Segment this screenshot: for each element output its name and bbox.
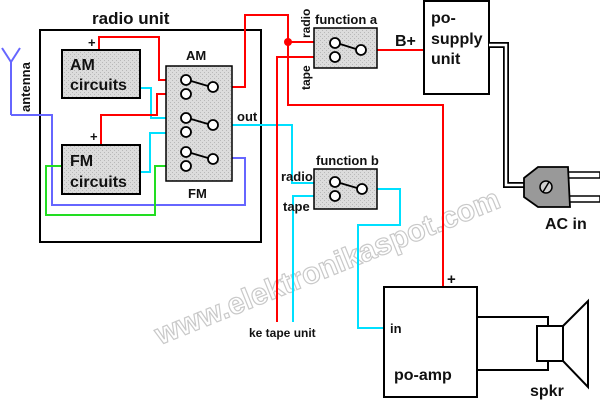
radio-unit-title: radio unit xyxy=(92,9,170,28)
band-switch-contacts xyxy=(180,74,219,172)
function-b-contacts xyxy=(329,176,368,202)
antenna-icon xyxy=(1,47,21,115)
bplus-label: B+ xyxy=(395,33,416,50)
fm-circuits-label-2: circuits xyxy=(70,174,127,191)
power-supply-label-2: supply xyxy=(431,31,483,48)
function-a-tape-label: tape xyxy=(299,65,313,90)
tape-unit-label: ke tape unit xyxy=(249,326,316,340)
antenna-wire xyxy=(11,114,246,206)
antenna-label: antenna xyxy=(18,61,33,112)
radio-unit-box xyxy=(39,29,262,243)
speaker-label: spkr xyxy=(530,383,564,400)
function-a-switch xyxy=(313,27,378,69)
speaker-wire-top xyxy=(477,316,549,326)
tape-power-wire xyxy=(276,56,330,322)
function-b-radio-label: radio xyxy=(281,169,313,184)
am-circuits-block xyxy=(61,49,141,99)
power-supply-label-3: unit xyxy=(431,51,461,68)
band-switch-fm-label: FM xyxy=(188,186,207,201)
am-circuits-label-1: AM xyxy=(70,57,95,74)
function-b-tape-label: tape xyxy=(283,199,310,214)
fm-circuits-label-1: FM xyxy=(70,153,93,170)
band-out-wire xyxy=(218,124,318,184)
fm-plus-label: + xyxy=(90,129,98,144)
function-a-label: function a xyxy=(315,12,378,27)
band-switch-out-label: out xyxy=(237,109,258,124)
function-a-contacts xyxy=(329,37,367,63)
junction-dot xyxy=(284,38,292,46)
power-amp-block xyxy=(383,286,478,398)
am-plus-label: + xyxy=(88,35,96,50)
speaker-wire-bottom xyxy=(477,361,549,371)
am-circuits-label-2: circuits xyxy=(70,77,127,94)
power-supply-label-1: po- xyxy=(431,10,456,27)
ac-plug-icon xyxy=(523,166,600,208)
function-b-label: function b xyxy=(316,153,379,168)
power-amp-in-label: in xyxy=(390,321,402,336)
power-amp-plus-label: + xyxy=(447,271,456,288)
ac-cord-inner xyxy=(489,43,525,187)
power-amp-label: po-amp xyxy=(394,367,452,384)
ac-in-label: AC in xyxy=(545,216,587,233)
am-out-red-wire xyxy=(218,14,289,88)
function-b-out-wire xyxy=(357,188,401,329)
fm-circuits-block xyxy=(61,144,141,195)
band-switch-block xyxy=(165,65,233,182)
bplus-amp-wire xyxy=(287,42,444,287)
speaker-icon xyxy=(536,298,589,390)
function-a-radio-label: radio xyxy=(299,9,313,38)
band-switch-am-label: AM xyxy=(186,48,206,63)
fm-signal-wire xyxy=(45,165,182,216)
power-supply-block xyxy=(423,0,490,95)
